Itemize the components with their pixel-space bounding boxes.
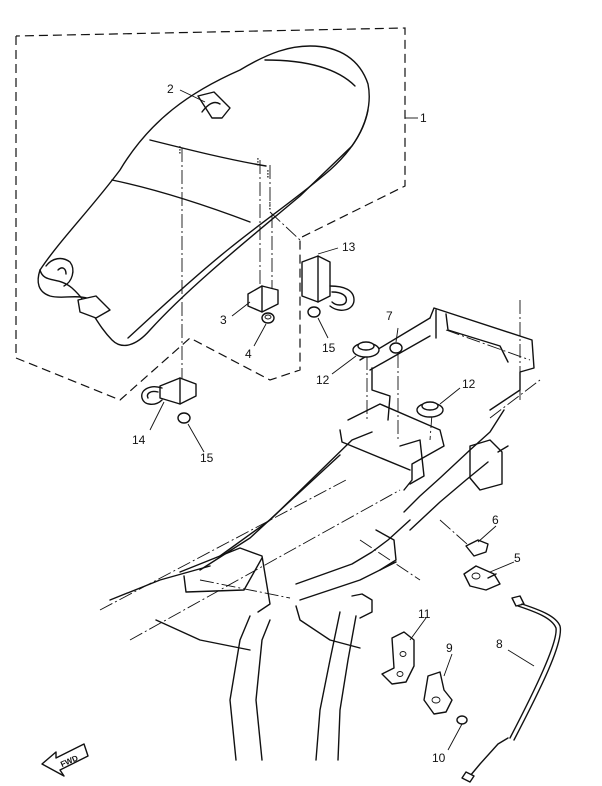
lock-bracket [381, 631, 415, 685]
callout-15-right: 15 [322, 341, 336, 355]
callout-6: 6 [492, 513, 499, 527]
callout-9: 9 [446, 641, 453, 655]
seat-kit-boundary [15, 27, 406, 401]
lock-lever [423, 671, 453, 715]
lock-bolt [456, 715, 468, 725]
callout-7: 7 [386, 309, 393, 323]
callout-2: 2 [167, 82, 174, 96]
seat-lock-hook [301, 255, 355, 318]
callout-8: 8 [496, 637, 503, 651]
seat-lock-cable [461, 595, 562, 783]
callout-4: 4 [245, 347, 252, 361]
svg-text:⁝: ⁝ [256, 155, 260, 169]
nut [261, 312, 275, 324]
callout-5: 5 [514, 551, 521, 565]
front-seat-hook [141, 377, 197, 424]
callout-10: 10 [432, 751, 446, 765]
callout-11: 11 [418, 607, 431, 621]
callout-13: 13 [342, 240, 356, 254]
grommet-left [352, 341, 380, 358]
seat-lock-cover [465, 539, 489, 557]
forward-direction-arrow: FWD [41, 743, 89, 777]
callout-12-left: 12 [316, 373, 330, 387]
callout-12-right: 12 [462, 377, 476, 391]
callout-1: 1 [420, 111, 427, 125]
callout-14: 14 [132, 433, 146, 447]
grommet-right [416, 401, 444, 418]
svg-text:⁝: ⁝ [268, 199, 272, 213]
seat-bracket [247, 285, 279, 313]
callout-3: 3 [220, 313, 227, 327]
callout-15-left: 15 [200, 451, 214, 465]
nut-small [389, 342, 403, 354]
svg-text:⁝: ⁝ [178, 143, 182, 157]
seat-lock-assembly [463, 565, 501, 591]
rear-frame [109, 307, 535, 761]
svg-text:⁝: ⁝ [266, 167, 270, 181]
